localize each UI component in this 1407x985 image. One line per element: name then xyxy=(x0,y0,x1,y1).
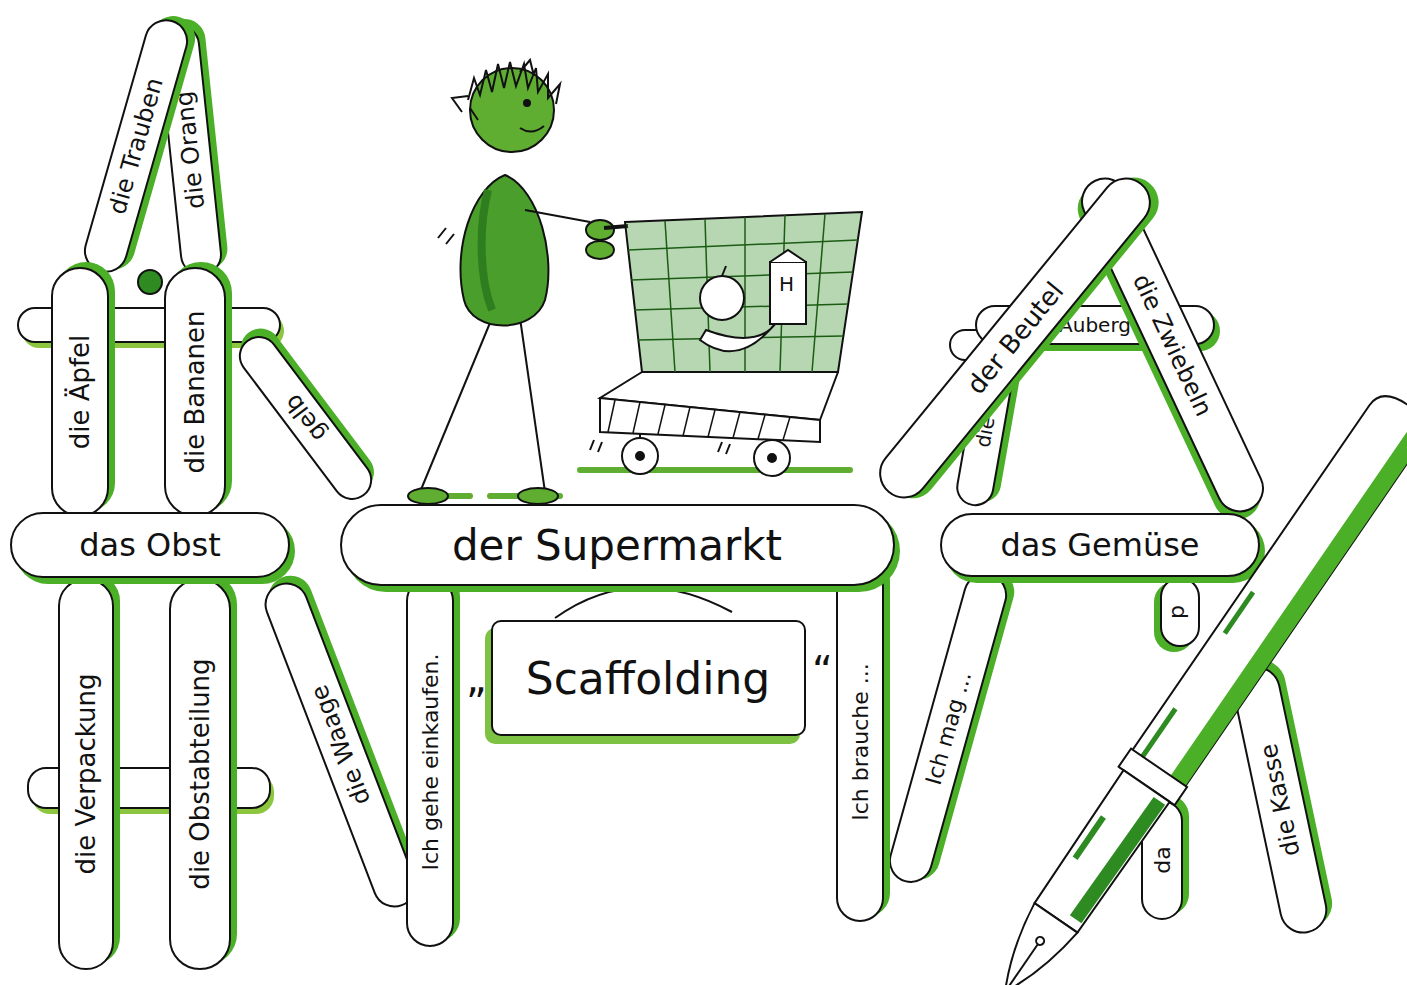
hatch xyxy=(708,410,715,437)
word-stick: die Verpackung xyxy=(58,578,114,970)
hand xyxy=(586,241,614,259)
word-stick: die Kasse xyxy=(1228,662,1332,938)
stick-word: die Orang xyxy=(170,90,210,210)
stick-word: Ich brauche ... xyxy=(848,663,873,821)
pen-grip xyxy=(1033,770,1170,934)
wheel xyxy=(754,440,790,476)
word-stick: d xyxy=(1160,577,1200,647)
hatch xyxy=(633,402,640,433)
word-stick: Ich gehe einkaufen. xyxy=(406,577,454,947)
milk-box-top xyxy=(770,250,806,262)
cart-grid xyxy=(628,214,858,372)
stick-word: Ich gehe einkaufen. xyxy=(418,653,443,870)
grid-line xyxy=(665,221,675,372)
body xyxy=(460,175,548,326)
mouth xyxy=(520,126,544,132)
apple-stem xyxy=(722,266,726,276)
word-stick: Ich brauche ... xyxy=(836,562,884,922)
stick-word: das Obst xyxy=(79,526,220,564)
quote-mark: “ xyxy=(812,648,833,694)
foot xyxy=(518,488,558,504)
sign-hanger xyxy=(555,587,732,618)
ground-dash xyxy=(580,467,850,473)
motion-marks xyxy=(438,228,454,244)
cart-handle xyxy=(604,226,628,228)
cart-basket xyxy=(625,212,862,372)
stick-word: die Waage xyxy=(304,681,375,809)
word-stick: das Gemüse xyxy=(940,513,1260,577)
pen-ring xyxy=(1119,749,1188,806)
package-letter: H xyxy=(779,272,794,296)
person xyxy=(408,60,614,504)
pen-shade xyxy=(1165,418,1407,794)
stick-word: Ich mag ... xyxy=(920,669,975,788)
hatch xyxy=(658,405,665,434)
word-stick: die Waage xyxy=(258,576,423,914)
stick-word: der Supermarkt xyxy=(452,521,782,570)
wheel xyxy=(622,438,658,474)
arm xyxy=(525,210,590,222)
motion-marks xyxy=(590,440,730,454)
pen-highlight xyxy=(1135,592,1254,765)
stick-word: das Gemüse xyxy=(1000,526,1199,564)
fountain-pen xyxy=(977,386,1407,985)
pen-nib xyxy=(984,903,1078,985)
banana xyxy=(700,320,778,351)
hatch xyxy=(683,407,690,436)
stick-word: die Äpfel xyxy=(65,335,95,450)
stick-word: die Bananen xyxy=(180,310,210,473)
sign-box: Scaffolding xyxy=(491,620,806,736)
word-stick: Ich mag ... xyxy=(884,568,1012,888)
stick-word: die Verpackung xyxy=(71,674,101,875)
wheel-hub xyxy=(636,452,644,460)
body-shade xyxy=(482,190,492,310)
stick-word: Scaffolding xyxy=(526,653,771,704)
nib-hole xyxy=(1035,935,1046,946)
quote-mark: „ xyxy=(466,655,487,701)
stick-word: die Kasse xyxy=(1254,741,1305,858)
eye xyxy=(524,100,530,106)
milk-box xyxy=(770,262,806,324)
leg xyxy=(520,318,545,492)
word-stick: da xyxy=(1141,800,1183,920)
leg xyxy=(420,318,492,492)
nib-slit xyxy=(1008,943,1039,985)
wheel-hub xyxy=(768,454,776,462)
hatch xyxy=(733,412,740,438)
pen-grip-mark xyxy=(1075,817,1103,858)
hand xyxy=(586,220,614,240)
hatch xyxy=(608,400,615,432)
grid-line xyxy=(628,240,858,250)
shopping-cart xyxy=(590,212,862,476)
stick-word: gelb xyxy=(278,389,332,447)
hatch xyxy=(758,415,765,439)
tray-hatch xyxy=(608,400,790,440)
pen-grip-shade xyxy=(1070,796,1165,925)
word-stick: der Supermarkt xyxy=(340,504,895,586)
stick-word: die Obstabteilung xyxy=(185,658,215,889)
word-stick: gelb xyxy=(230,328,379,508)
word-stick: die Äpfel xyxy=(51,267,109,517)
apple xyxy=(700,276,744,320)
cart-tray xyxy=(600,398,820,442)
word-stick: die Bananen xyxy=(164,267,226,517)
stick-word: die Zwiebeln xyxy=(1127,270,1218,421)
joint xyxy=(138,270,162,294)
stick-word: da xyxy=(1150,846,1175,873)
word-stick: die Obstabteilung xyxy=(169,578,231,970)
pen-barrel xyxy=(1120,387,1407,804)
hatch xyxy=(783,417,790,440)
stick-word: d xyxy=(1168,605,1193,619)
stick-word: Auberg xyxy=(1059,313,1131,337)
word-stick: das Obst xyxy=(10,512,290,578)
hair xyxy=(452,60,560,120)
stick-word: die Trauben xyxy=(103,75,169,218)
grid-line xyxy=(812,214,825,372)
foot xyxy=(408,488,448,504)
